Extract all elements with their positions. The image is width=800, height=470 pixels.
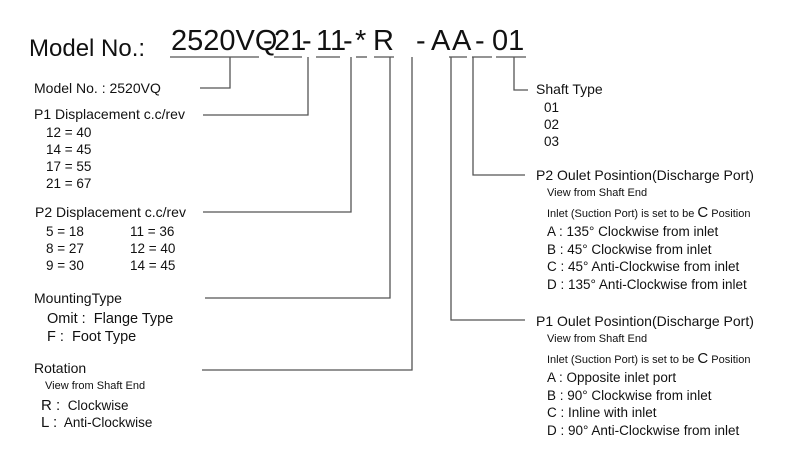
p1-outlet-list: A : Opposite inlet port B : 90° Clockwis… <box>547 369 739 439</box>
p1-outlet-title: P1 Oulet Posintion(Discharge Port) <box>536 313 754 329</box>
code-sep-3: - <box>343 25 353 57</box>
p1-displacement-item: 14 = 45 <box>46 142 92 157</box>
p2-outlet-list: A : 135° Clockwise from inlet B : 45° Cl… <box>547 223 747 293</box>
leader-shaft <box>513 57 528 91</box>
leader-p2-outlet <box>472 57 525 176</box>
code-p2-outlet: A <box>452 25 472 57</box>
p2-outlet-title: P2 Oulet Posintion(Discharge Port) <box>536 167 754 183</box>
rotation-item: L : Anti-Clockwise <box>41 414 153 431</box>
p2-displacement-item: 5 = 18 <box>46 224 84 239</box>
p2-displacement-col-1: 5 = 18 8 = 27 9 = 30 <box>46 223 84 274</box>
p2-outlet-note-2: Inlet (Suction Port) is set to be C Posi… <box>547 204 751 221</box>
rotation-note: View from Shaft End <box>45 380 146 392</box>
p2-displacement-col-2: 11 = 36 12 = 40 14 = 45 <box>130 223 175 274</box>
code-rotation: R <box>373 25 394 57</box>
p1-displacement-item: 12 = 40 <box>46 125 92 140</box>
shaft-type-list: 01 02 03 <box>544 99 559 150</box>
p2-outlet-item: A : 135° Clockwise from inlet <box>547 224 719 239</box>
p1-outlet-item: C : Inline with inlet <box>547 405 657 420</box>
code-sep-2: - <box>302 25 312 57</box>
mounting-list: Omit : Flange Type F : Foot Type <box>47 310 173 346</box>
rotation-item: R : Clockwise <box>41 397 129 414</box>
p1-displacement-list: 12 = 40 14 = 45 17 = 55 21 = 67 <box>46 124 91 192</box>
code-series: 2520VQ <box>171 25 278 57</box>
model-label: Model No. : 2520VQ <box>34 80 161 96</box>
p1-displacement-item: 17 = 55 <box>46 159 92 174</box>
model-no-heading: Model No.: <box>29 35 146 62</box>
p2-displacement-item: 12 = 40 <box>130 241 176 256</box>
code-sep-5: - <box>475 25 485 57</box>
rotation-title: Rotation <box>34 360 87 376</box>
p1-outlet-item: D : 90° Anti-Clockwise from inlet <box>547 422 740 438</box>
leader-p1-displacement <box>203 57 309 116</box>
leader-model <box>200 57 231 89</box>
p1-displacement-title: P1 Displacement c.c/rev <box>34 106 185 122</box>
p2-outlet-item: D : 135° Anti-Clockwise from inlet <box>547 276 747 292</box>
p2-displacement-item: 14 = 45 <box>130 258 176 273</box>
rotation-list: R : Clockwise L : Anti-Clockwise <box>41 397 152 431</box>
p1-displacement-item: 21 = 67 <box>46 176 92 191</box>
p1-outlet-item: B : 90° Clockwise from inlet <box>547 387 712 403</box>
code-sep-4: - <box>416 25 426 57</box>
mounting-item: F : Foot Type <box>47 329 137 345</box>
shaft-type-item: 03 <box>544 134 560 149</box>
shaft-type-title: Shaft Type <box>536 81 603 97</box>
p2-displacement-item: 11 = 36 <box>130 224 175 239</box>
mounting-item: Omit : Flange Type <box>47 311 174 327</box>
p1-outlet-item: A : Opposite inlet port <box>547 370 677 385</box>
p2-displacement-item: 9 = 30 <box>46 258 84 273</box>
p1-outlet-note-1: View from Shaft End <box>547 333 648 345</box>
code-p1: 21 <box>274 25 307 57</box>
code-shaft: 01 <box>492 25 525 57</box>
p2-displacement-title: P2 Displacement c.c/rev <box>35 204 186 220</box>
code-mount: * <box>355 25 367 57</box>
shaft-type-item: 01 <box>544 100 560 115</box>
code-sep-1: - <box>263 25 273 57</box>
leader-p1-outlet <box>450 57 525 321</box>
leader-rotation <box>202 57 413 371</box>
model-code: 2520VQ <box>171 25 277 58</box>
p2-outlet-item: B : 45° Clockwise from inlet <box>547 241 712 257</box>
mounting-title: MountingType <box>34 290 122 306</box>
p2-displacement-item: 8 = 27 <box>46 241 84 256</box>
leader-mounting <box>205 57 391 299</box>
p2-outlet-item: C : 45° Anti-Clockwise from inlet <box>547 259 740 274</box>
p1-outlet-note-2: Inlet (Suction Port) is set to be C Posi… <box>547 350 751 367</box>
code-p1-outlet: A <box>431 25 451 57</box>
code-p2: 11 <box>316 25 347 57</box>
shaft-type-item: 02 <box>544 117 560 132</box>
p2-outlet-note-1: View from Shaft End <box>547 187 648 199</box>
leader-p2-displacement <box>203 57 352 213</box>
